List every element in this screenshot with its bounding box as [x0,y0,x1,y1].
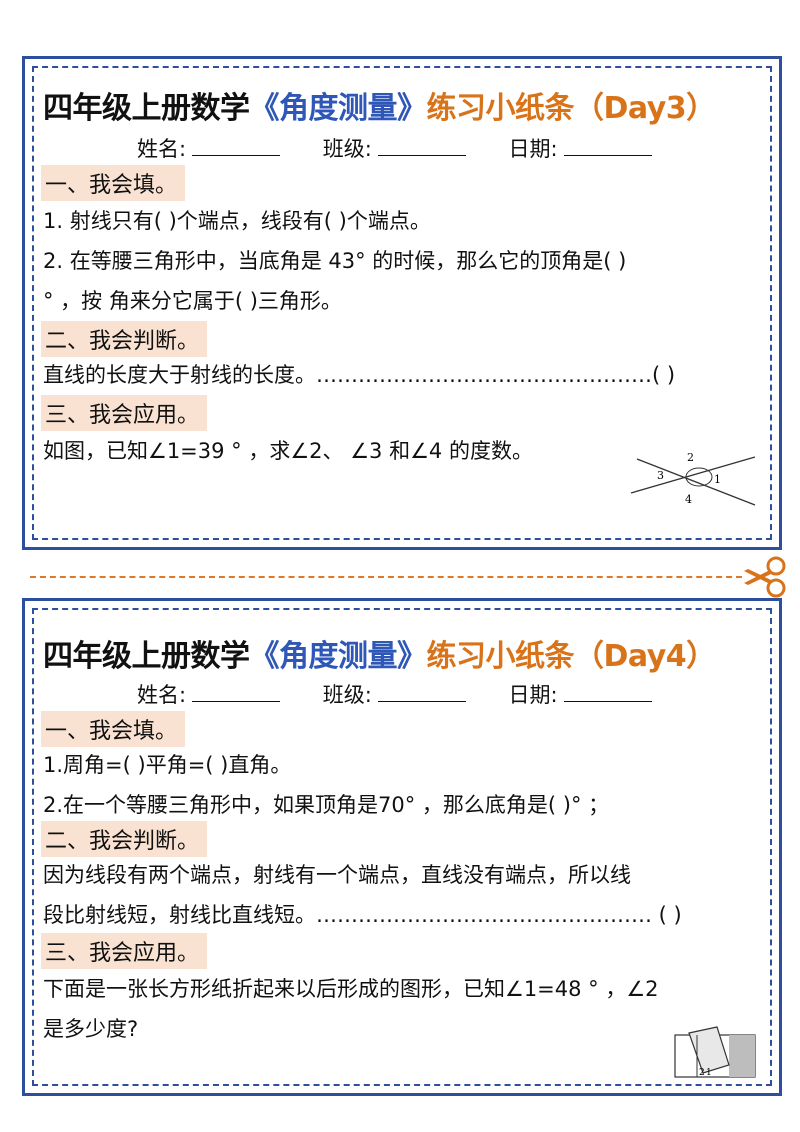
class-field[interactable]: 班级: [323,133,466,163]
question-2-line2: ° ，按 角来分它属于( )三角形。 [43,289,342,313]
intersecting-lines-figure: 1 2 3 4 [630,451,756,506]
info-row-day3: 姓名: 班级: 日期: [137,133,688,163]
judge-statement: 直线的长度大于射线的长度。…………………………………………( ) [43,363,676,387]
judge-statement-line1: 因为线段有两个端点，射线有一个端点，直线没有端点，所以线 [43,863,631,887]
angle-label-1: 1 [714,473,721,486]
judge-statement-line2: 段比射线短，射线比直线短。………………………………………… ( ) [43,903,682,927]
cut-line [30,576,742,578]
folded-flap [688,1026,730,1074]
angle-label-2: 2 [699,1068,705,1078]
apply-question-line1: 下面是一张长方形纸折起来以后形成的图形，已知∠1=48 ° ，∠2 [43,977,659,1001]
section-fill: 一、我会填。 [41,711,186,747]
dashed-inner-border [32,608,772,1086]
name-field[interactable]: 姓名: [137,679,281,709]
angle-label-3: 3 [657,469,664,482]
worksheet-day3: 四年级上册数学《角度测量》练习小纸条（Day3） 姓名: 班级: 日期: 一、我… [22,56,782,550]
section-judge: 二、我会判断。 [41,821,208,857]
question-2-line1: 2. 在等腰三角形中，当底角是 43° 的时候，那么它的顶角是( ) [43,249,627,273]
info-row-day4: 姓名: 班级: 日期: [137,679,688,709]
apply-question: 如图，已知∠1=39 ° ，求∠2、 ∠3 和∠4 的度数。 [43,439,533,463]
scissors-icon [744,556,786,598]
worksheet-day4: 四年级上册数学《角度测量》练习小纸条（Day4） 姓名: 班级: 日期: 一、我… [22,598,782,1096]
line-b [636,458,756,506]
shaded-area [729,1035,755,1077]
question-1: 1. 射线只有( )个端点，线段有( )个端点。 [43,209,431,233]
angle-arc [685,467,713,487]
date-field[interactable]: 日期: [509,679,652,709]
title-day4: 四年级上册数学《角度测量》练习小纸条（Day4） [43,639,716,674]
question-1: 1.周角=( )平角=( )直角。 [43,753,292,777]
title-day3: 四年级上册数学《角度测量》练习小纸条（Day3） [43,91,716,126]
question-2: 2.在一个等腰三角形中，如果顶角是70° ，那么底角是( )° ； [43,793,610,817]
folded-paper-figure: 2 1 [674,1026,756,1078]
dashed-inner-border [32,66,772,540]
class-field[interactable]: 班级: [323,679,466,709]
date-field[interactable]: 日期: [509,133,652,163]
angle-label-2: 2 [687,451,694,464]
apply-question-line2: 是多少度? [43,1017,139,1041]
line-a [630,456,756,494]
angle-label-1: 1 [706,1068,712,1078]
section-fill: 一、我会填。 [41,165,186,201]
section-apply: 三、我会应用。 [41,395,208,431]
section-apply: 三、我会应用。 [41,933,208,969]
section-judge: 二、我会判断。 [41,321,208,357]
name-field[interactable]: 姓名: [137,133,281,163]
angle-label-4: 4 [685,493,692,506]
